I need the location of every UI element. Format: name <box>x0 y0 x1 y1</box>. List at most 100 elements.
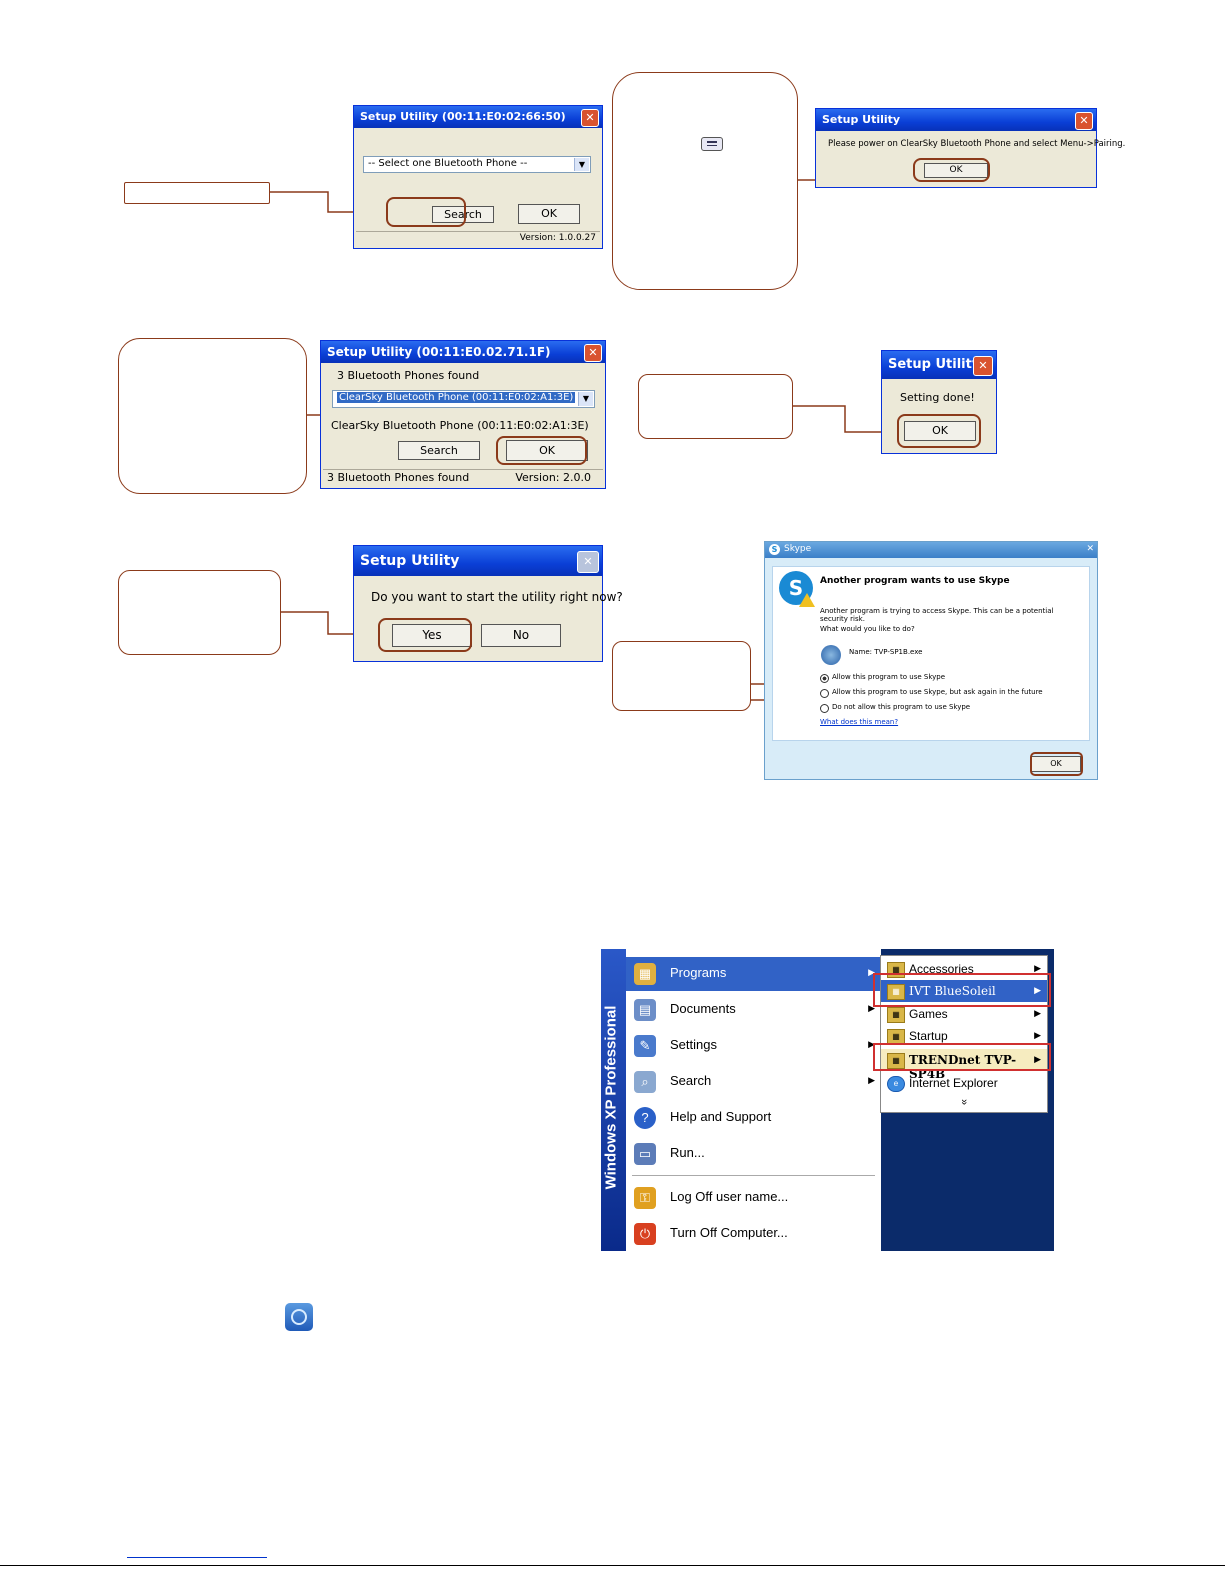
option-allow-ask-label: Allow this program to use Skype, but ask… <box>832 688 1043 696</box>
menu-label: Programs <box>670 965 727 980</box>
menu-item-help[interactable]: ? Help and Support <box>626 1101 881 1135</box>
chevron-right-icon: ▶ <box>1034 963 1041 973</box>
dialog-message: Setting done! <box>900 391 975 404</box>
callout-start-utility <box>118 570 281 655</box>
setup-utility-dialog-done: Setup Utility ✕ Setting done! OK <box>881 350 997 454</box>
programs-icon: ▦ <box>634 963 656 985</box>
what-does-this-mean-link[interactable]: What does this mean? <box>820 718 899 726</box>
menu-label: Settings <box>670 1037 717 1052</box>
submenu-label: IVT BlueSoleil <box>909 984 996 998</box>
folder-icon: ▦ <box>887 1007 905 1023</box>
submenu-item-trendnet[interactable]: ▦ TRENDnet TVP-SP4B ▶ <box>881 1049 1047 1081</box>
chevron-down-icon: ▼ <box>578 392 593 406</box>
skype-program-icon <box>821 645 841 665</box>
radio-icon <box>820 704 829 713</box>
yes-button[interactable]: Yes <box>392 624 472 647</box>
callout-setting-done <box>638 374 793 439</box>
callout-search <box>124 182 270 204</box>
menu-label: Help and Support <box>670 1109 772 1124</box>
close-icon[interactable]: ✕ <box>577 551 599 573</box>
skype-body: Another program is trying to access Skyp… <box>820 607 1054 623</box>
highlight-ivt-bluesoleil <box>873 973 1051 1007</box>
version-label: Version: 1.0.0.27 <box>519 233 596 243</box>
setup-utility-dialog-pairing: Setup Utility ✕ Please power on ClearSky… <box>815 108 1125 188</box>
setup-utility-dialog-select-phone: Setup Utility (00:11:E0.02.71.1F) ✕ 3 Bl… <box>320 340 606 489</box>
setup-utility-dialog-start: Setup Utility ✕ Do you want to start the… <box>353 545 623 662</box>
submenu-item-ivt-bluesoleil[interactable]: ▦ IVT BlueSoleil ▶ <box>881 980 1047 1002</box>
close-icon[interactable]: ✕ <box>1086 544 1094 554</box>
menu-label: Run... <box>670 1145 705 1160</box>
power-icon: ⏻ <box>634 1223 656 1245</box>
submenu-label: Games <box>909 1007 948 1021</box>
option-allow-ask[interactable]: Allow this program to use Skype, but ask… <box>820 688 1070 698</box>
log-off-icon: ⚿ <box>634 1187 656 1209</box>
program-name: Name: TVP-SP1B.exe <box>849 648 923 656</box>
menu-label: Turn Off Computer... <box>670 1225 788 1240</box>
close-icon[interactable]: ✕ <box>973 356 993 376</box>
highlight-ok <box>913 158 990 182</box>
submenu-item-startup[interactable]: ▦ Startup ▶ <box>881 1025 1047 1047</box>
version-label: Version: 2.0.0 <box>515 471 591 484</box>
phone-select[interactable]: ClearSky Bluetooth Phone (00:11:E0:02:A1… <box>332 390 595 408</box>
status-bar: Version: 1.0.0.27 <box>356 231 600 246</box>
option-allow-label: Allow this program to use Skype <box>832 673 946 681</box>
submenu-item-internet-explorer[interactable]: e Internet Explorer <box>881 1072 1047 1094</box>
help-icon: ? <box>634 1107 656 1129</box>
skype-question: What would you like to do? <box>820 625 915 633</box>
ok-button[interactable]: OK <box>518 204 580 224</box>
skype-content: S Another program wants to use Skype Ano… <box>772 566 1090 741</box>
skype-title-bar: S Skype ✕ <box>765 542 1097 558</box>
dialog-title: Setup Utility <box>354 546 602 576</box>
documents-icon: ▤ <box>634 999 656 1021</box>
highlight-ok <box>897 414 981 448</box>
menu-item-run[interactable]: ▭ Run... <box>626 1137 881 1171</box>
chevron-right-icon: ▶ <box>1034 1008 1041 1018</box>
callout-select-phone <box>118 338 307 494</box>
option-deny[interactable]: Do not allow this program to use Skype <box>820 703 1070 713</box>
no-button[interactable]: No <box>481 624 561 647</box>
phone-select[interactable]: -- Select one Bluetooth Phone -- ▼ <box>363 156 591 173</box>
close-icon[interactable]: ✕ <box>581 109 599 127</box>
option-allow[interactable]: Allow this program to use Skype <box>820 673 1070 683</box>
dialog-message: Please power on ClearSky Bluetooth Phone… <box>828 139 1126 149</box>
footer-line <box>0 1565 1225 1566</box>
chevron-right-icon: ▶ <box>1034 1030 1041 1040</box>
submenu-item-games[interactable]: ▦ Games ▶ <box>881 1003 1047 1025</box>
status-text: 3 Bluetooth Phones found <box>327 471 470 484</box>
warning-icon <box>799 593 815 607</box>
ok-button[interactable]: OK <box>904 421 976 441</box>
start-menu-screenshot: Windows XP Professional ▦ Programs ▶ ▤ D… <box>601 949 1054 1251</box>
menu-item-programs[interactable]: ▦ Programs ▶ <box>626 957 881 991</box>
dialog-title: Setup Utility (00:11:E0:02:66:50) <box>354 106 602 128</box>
option-deny-label: Do not allow this program to use Skype <box>832 703 971 711</box>
setup-utility-dialog-search: Setup Utility (00:11:E0:02:66:50) ✕ -- S… <box>353 105 603 249</box>
highlight-ok <box>496 436 587 465</box>
skype-heading: Another program wants to use Skype <box>820 576 1010 586</box>
radio-selected-icon <box>820 674 829 683</box>
programs-submenu: ▦ Accessories ▶ ▦ IVT BlueSoleil ▶ ▦ Gam… <box>880 955 1048 1113</box>
menu-label: Log Off user name... <box>670 1189 789 1204</box>
search-icon: ⌕ <box>634 1071 656 1093</box>
menu-separator <box>632 1175 875 1176</box>
run-icon: ▭ <box>634 1143 656 1165</box>
close-icon[interactable]: ✕ <box>584 344 602 362</box>
menu-item-log-off[interactable]: ⚿ Log Off user name... <box>626 1181 881 1215</box>
highlight-trendnet <box>873 1043 1051 1071</box>
dialog-title: Setup Utility (00:11:E0.02.71.1F) <box>321 341 605 363</box>
search-button[interactable]: Search <box>398 441 480 460</box>
chevron-right-icon: ▶ <box>868 1075 875 1085</box>
folder-icon: ▦ <box>887 1053 905 1069</box>
search-button[interactable]: Search <box>432 206 494 223</box>
ok-button[interactable]: OK <box>924 163 988 178</box>
folder-icon: ▦ <box>887 984 905 1000</box>
menu-item-turn-off[interactable]: ⏻ Turn Off Computer... <box>626 1217 881 1251</box>
radio-icon <box>820 689 829 698</box>
menu-item-search[interactable]: ⌕ Search ▶ <box>626 1065 881 1099</box>
highlight-search <box>386 197 466 227</box>
ok-button[interactable]: OK <box>506 440 588 461</box>
internet-explorer-icon: e <box>887 1076 905 1092</box>
close-icon[interactable]: ✕ <box>1075 112 1093 130</box>
menu-item-settings[interactable]: ✎ Settings ▶ <box>626 1029 881 1063</box>
phone-select-value: -- Select one Bluetooth Phone -- <box>368 158 528 169</box>
menu-item-documents[interactable]: ▤ Documents ▶ <box>626 993 881 1027</box>
